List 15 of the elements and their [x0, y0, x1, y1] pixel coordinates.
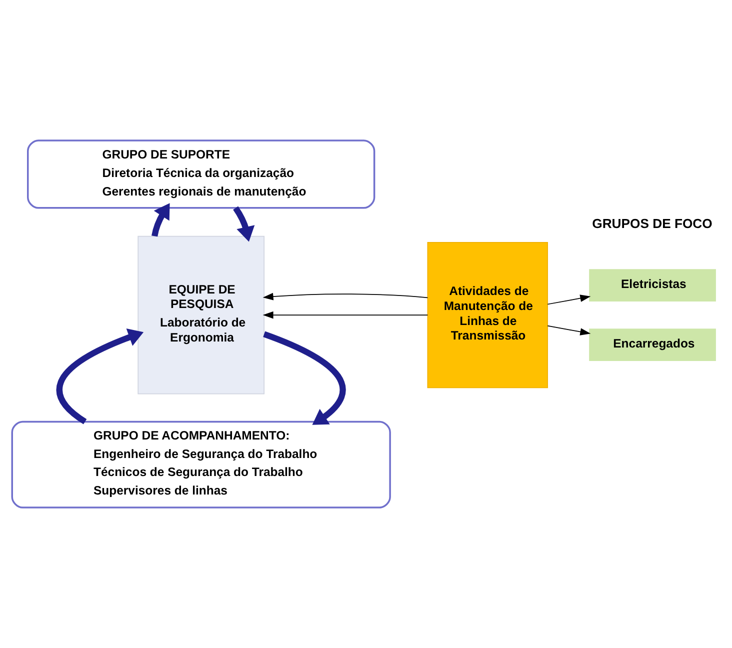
node-box: Encarregados — [589, 328, 716, 361]
arrow — [56, 328, 144, 424]
arrow — [233, 206, 255, 242]
label: GRUPOS DE FOCO — [592, 216, 712, 231]
arrow — [152, 203, 170, 237]
node-box: GRUPO DE ACOMPANHAMENTO: Engenheiro de Segurança do Trabalho Técnicos de Segurança do Trabalho Supervisores de linhas — [11, 420, 391, 508]
arrow — [262, 311, 428, 319]
arrow — [263, 331, 346, 425]
node-box: Eletricistas — [589, 269, 716, 302]
arrow — [547, 325, 591, 336]
node-box: Atividades de Manutenção de Linhas de Transmissão — [427, 242, 548, 388]
arrow — [547, 294, 591, 305]
node-box: EQUIPE DE PESQUISA Laboratório de Ergonomia — [138, 236, 265, 394]
node-box: GRUPO DE SUPORTE Diretoria Técnica da organização Gerentes regionais de manutenção — [27, 140, 376, 209]
arrow — [262, 292, 428, 300]
